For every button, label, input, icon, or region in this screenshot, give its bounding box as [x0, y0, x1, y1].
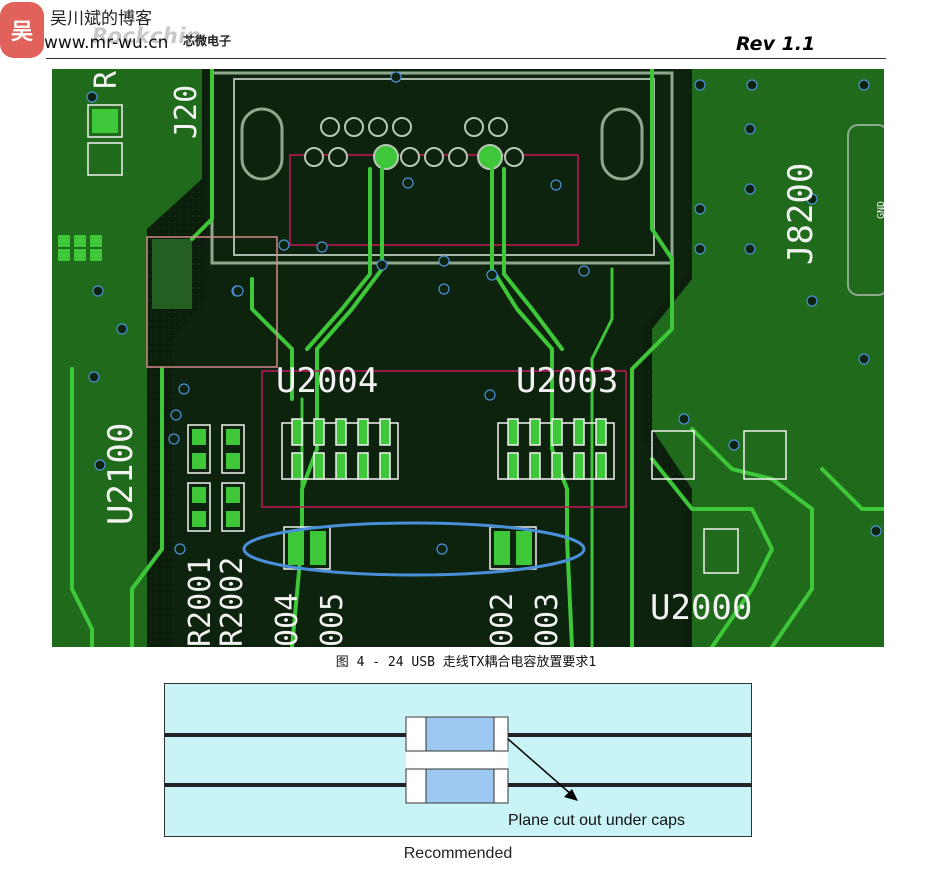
document-revision: Rev 1.1: [736, 33, 816, 55]
silkscreen-labels: U2004 U2003 U2000 U2100 J20 R J8200 GND …: [89, 70, 884, 647]
recommended-diagram: Plane cut out under caps: [164, 683, 752, 837]
label-c004: 004: [270, 593, 305, 647]
diagram-traces: [164, 733, 752, 787]
ic-outlines: [146, 236, 627, 508]
capacitor-top: [405, 716, 509, 752]
label-j8200: J8200: [781, 163, 821, 265]
vias: [86, 71, 882, 555]
label-gnd: GND: [876, 201, 884, 219]
ic-u2003: [497, 418, 615, 480]
recommended-caption: Recommended: [403, 845, 513, 862]
figure-caption: 图 4 - 24 USB 走线TX耦合电容放置要求1: [335, 655, 597, 670]
header-divider: [46, 58, 886, 59]
blog-logo-icon: 吴: [0, 2, 44, 58]
label-c005: 005: [315, 593, 350, 647]
label-u2004: U2004: [276, 361, 378, 401]
label-r2002: R2002: [215, 557, 250, 647]
highlight-ellipse: [242, 521, 586, 577]
label-u2003: U2003: [516, 361, 618, 401]
label-u2000: U2000: [650, 588, 752, 628]
blog-name: 吴川斌的博客: [50, 9, 152, 29]
blog-url[interactable]: www.mr-wu.cn: [44, 33, 169, 53]
copper-pour: [52, 69, 884, 647]
ic-u2004: [281, 418, 399, 480]
label-u2100: U2100: [101, 423, 141, 525]
connector-pads: [304, 117, 524, 170]
label-c002: 002: [485, 593, 520, 647]
company-name: 芯微电子: [183, 34, 232, 48]
plane-cutout-annotation: Plane cut out under caps: [508, 812, 685, 829]
label-r2001: R2001: [183, 557, 218, 647]
label-r-top: R: [89, 70, 124, 89]
label-c003: 003: [530, 593, 565, 647]
label-j20: J20: [169, 85, 204, 139]
pcb-layout-figure: U2004 U2003 U2000 U2100 J20 R J8200 GND …: [52, 69, 884, 647]
capacitor-bottom: [405, 768, 509, 804]
annotation-arrow: [507, 738, 578, 801]
brand-watermark: Rockchip: [92, 24, 202, 48]
